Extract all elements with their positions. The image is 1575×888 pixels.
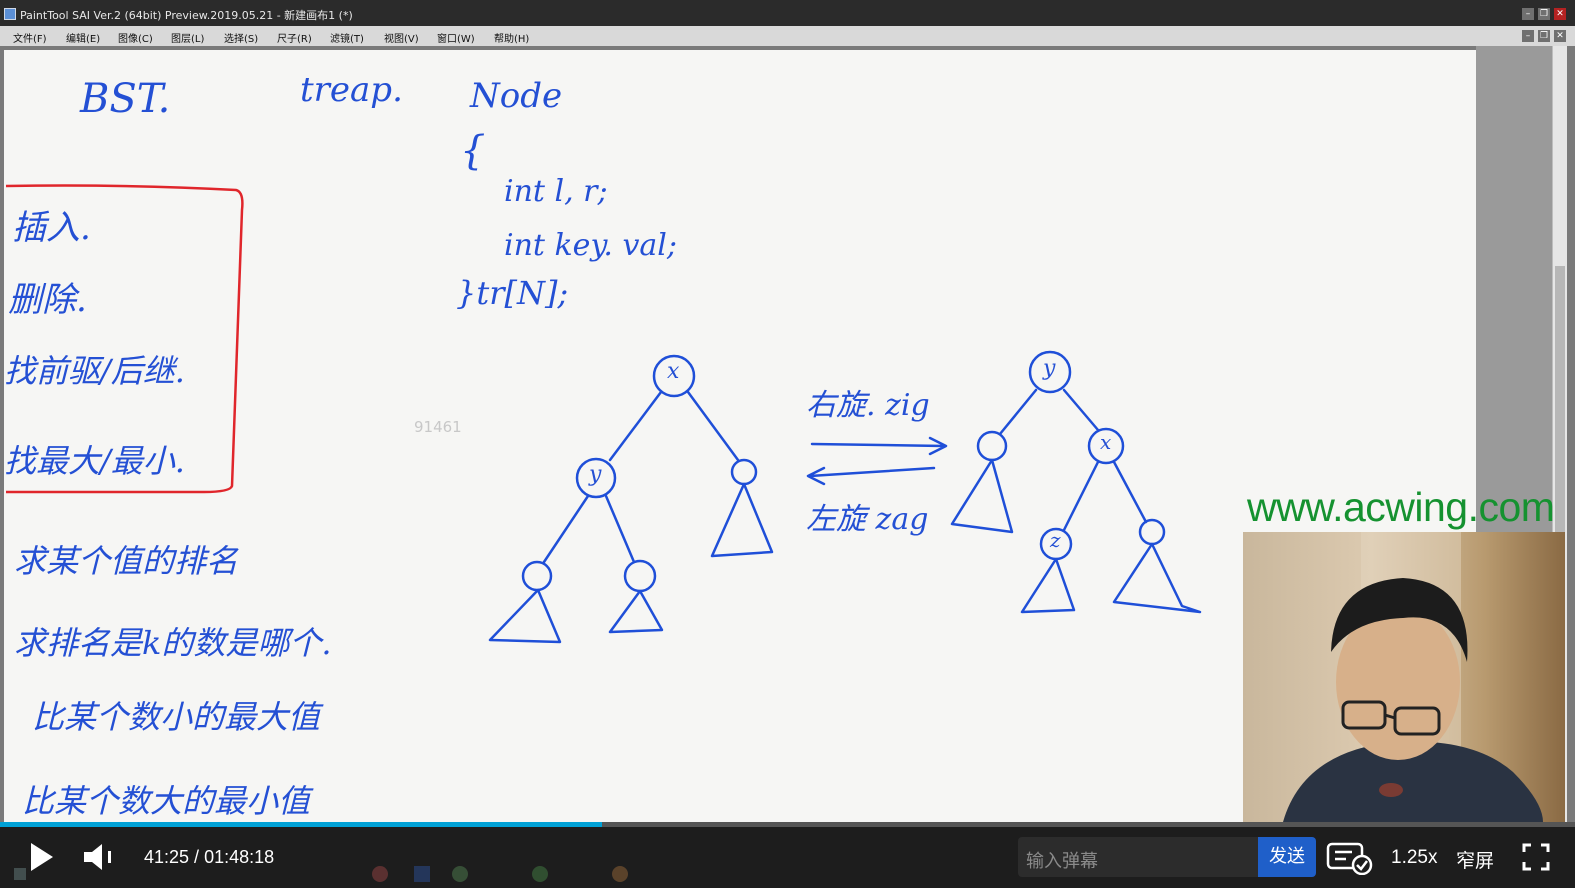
tree2-label-y: y	[1043, 356, 1056, 381]
note-code-close: }tr[N];	[456, 274, 569, 312]
danmaku-placeholder: 输入弹幕	[1026, 851, 1098, 872]
tree1-node-a	[521, 560, 553, 592]
time-separator: /	[189, 847, 205, 867]
danmaku-settings-icon[interactable]	[1326, 841, 1376, 875]
note-bst: BST.	[80, 76, 171, 122]
tree2-node-c	[1138, 518, 1166, 546]
note-query-kth: 求排名是k的数是哪个.	[14, 624, 332, 662]
note-op-pred-succ: 找前驱/后继.	[4, 352, 185, 390]
fullscreen-icon[interactable]	[1522, 843, 1550, 871]
restore-icon[interactable]: ❐	[1538, 8, 1550, 20]
menu-image[interactable]: 图像(C)	[118, 34, 153, 45]
player-controls: 41:25 / 01:48:18 输入弹幕 发送 1.25x 窄屏	[0, 827, 1575, 888]
note-op-insert: 插入.	[12, 208, 91, 248]
scrollbar-thumb[interactable]	[1555, 266, 1565, 686]
note-query-rank: 求某个值的排名	[14, 542, 239, 580]
tree2-node-a	[976, 430, 1008, 462]
tree1-node-x	[652, 354, 696, 398]
note-treap: treap.	[300, 70, 403, 110]
close-icon[interactable]: ✕	[1554, 8, 1566, 20]
canvas-area: BST. treap. Node { int l, r; int key. va…	[0, 46, 1575, 822]
send-button[interactable]: 发送	[1258, 837, 1316, 877]
note-left-rotate: 左旋 zag	[806, 502, 929, 537]
volume-icon[interactable]	[82, 841, 118, 873]
doc-close-icon[interactable]: ✕	[1554, 30, 1566, 42]
webcam-overlay	[1243, 532, 1565, 822]
tree1-node-b	[623, 559, 657, 593]
note-op-max-min: 找最大/最小.	[4, 442, 185, 480]
play-icon[interactable]	[28, 841, 56, 873]
window-titlebar: PaintTool SAI Ver.2 (64bit) Preview.2019…	[0, 0, 1575, 26]
note-code-line1: int l, r;	[504, 174, 608, 209]
video-progress-fill	[0, 822, 602, 827]
doc-minimize-icon[interactable]: –	[1522, 30, 1534, 42]
note-node: Node	[470, 76, 563, 116]
note-op-delete: 删除.	[8, 280, 87, 320]
tree2-label-x: x	[1100, 430, 1112, 454]
menu-help[interactable]: 帮助(H)	[494, 34, 530, 45]
note-query-upper: 比某个数大的最小值	[22, 782, 311, 820]
tree1-label-y: y	[589, 462, 602, 487]
note-query-lower: 比某个数小的最大值	[32, 698, 321, 736]
menu-view[interactable]: 视图(V)	[384, 34, 419, 45]
playback-time: 41:25 / 01:48:18	[144, 847, 274, 868]
menu-bar: 文件(F) 编辑(E) 图像(C) 图层(L) 选择(S) 尺子(R) 滤镜(T…	[0, 26, 1575, 46]
app-icon	[4, 8, 16, 20]
menu-select[interactable]: 选择(S)	[224, 34, 259, 45]
taskbar-ghost	[14, 866, 628, 882]
presenter-image	[1283, 532, 1543, 822]
current-time: 41:25	[144, 847, 190, 867]
note-brace-open: {	[460, 128, 486, 174]
menu-layer[interactable]: 图层(L)	[171, 34, 205, 45]
viewer-id-watermark: 91461	[414, 418, 462, 436]
menu-window[interactable]: 窗口(W)	[437, 34, 475, 45]
ink-drawing	[5, 184, 1202, 644]
doc-restore-icon[interactable]: ❐	[1538, 30, 1550, 42]
note-right-rotate: 右旋. zig	[806, 388, 930, 423]
narrow-screen-button[interactable]: 窄屏	[1456, 850, 1495, 872]
drawing-canvas[interactable]: BST. treap. Node { int l, r; int key. va…	[4, 50, 1476, 822]
tree2-label-z: z	[1050, 528, 1061, 552]
operations-box	[5, 184, 244, 494]
menu-edit[interactable]: 编辑(E)	[66, 34, 101, 45]
site-watermark: www.acwing.com	[1247, 484, 1555, 530]
total-duration: 01:48:18	[204, 847, 275, 867]
playback-speed[interactable]: 1.25x	[1391, 847, 1438, 868]
minimize-icon[interactable]: –	[1522, 8, 1534, 20]
menu-ruler[interactable]: 尺子(R)	[277, 34, 312, 45]
video-progress-bar[interactable]	[0, 822, 1575, 827]
danmaku-input[interactable]: 输入弹幕	[1018, 837, 1258, 877]
tree2-node-y	[1028, 350, 1072, 394]
tree1-label-x: x	[667, 359, 680, 384]
menu-filter[interactable]: 滤镜(T)	[330, 34, 364, 45]
window-title: PaintTool SAI Ver.2 (64bit) Preview.2019…	[20, 9, 353, 22]
tree1-node-c	[730, 458, 758, 486]
tree2-node-x	[1087, 427, 1125, 465]
tree1-node-y	[575, 457, 617, 499]
menu-file[interactable]: 文件(F)	[13, 34, 47, 45]
note-code-line2: int key. val;	[504, 228, 678, 263]
